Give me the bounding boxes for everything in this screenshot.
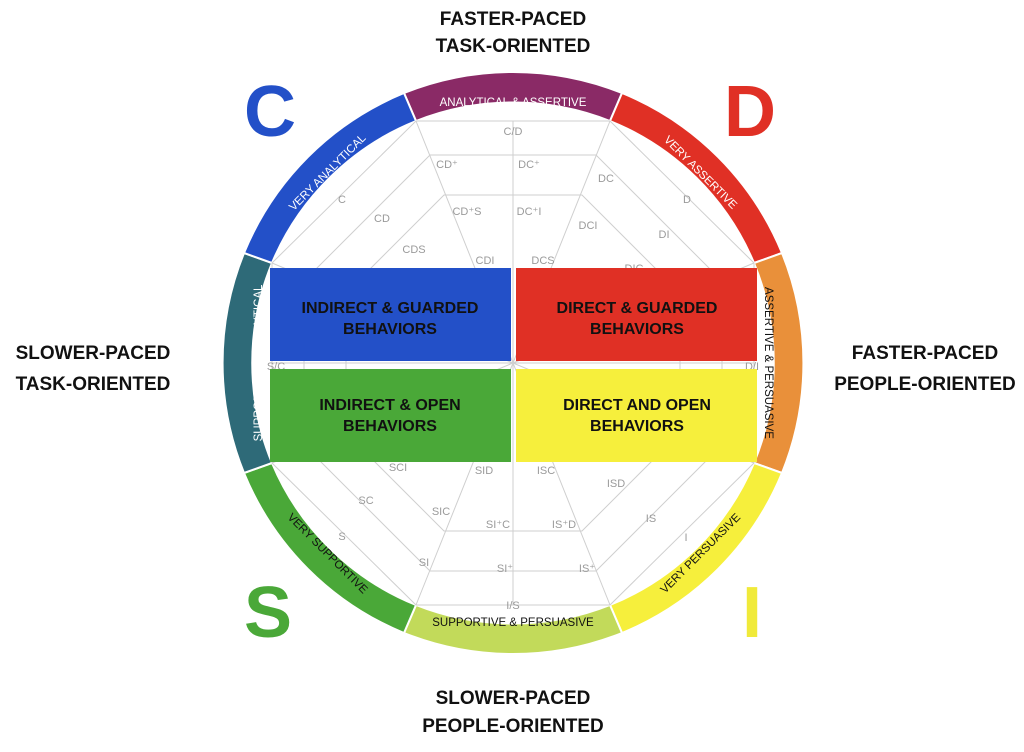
- label-sc: SC: [358, 495, 373, 507]
- label-is-plus: IS⁺: [579, 563, 595, 575]
- axis-right-line-1: FASTER-PACED: [852, 343, 998, 364]
- label-i-s: I/S: [506, 600, 519, 612]
- label-i: I: [684, 532, 687, 544]
- band-bottom: [402, 603, 624, 656]
- letter-c: C: [244, 72, 296, 152]
- label-sic: SIC: [432, 506, 450, 518]
- label-isc: ISC: [537, 465, 555, 477]
- label-isd: ISD: [607, 478, 625, 490]
- label-cd-plus-s: CD⁺S: [452, 206, 481, 218]
- quadrant-label-top-left-1: INDIRECT & GUARDED: [302, 300, 479, 317]
- sub-labels: C/D CD⁺ DC⁺ C CD CD⁺S DC⁺I DC D DCI DI C…: [267, 126, 759, 612]
- label-is-plus-d: IS⁺D: [552, 519, 576, 531]
- quadrant-label-top-left-2: BEHAVIORS: [343, 321, 437, 338]
- band-label-left: SUPPORTIVE & ANALYTICAL: [253, 284, 265, 441]
- letter-d: D: [724, 72, 776, 152]
- label-cd: CD: [374, 213, 390, 225]
- axis-top-line-1: FASTER-PACED: [440, 9, 586, 30]
- label-cds: CDS: [402, 244, 425, 256]
- axis-top-line-2: TASK-ORIENTED: [436, 36, 591, 57]
- label-d: D: [683, 194, 691, 206]
- quadrant-top-right: [516, 268, 757, 361]
- label-dc-plus-i: DC⁺I: [517, 206, 542, 218]
- label-sci: SCI: [389, 462, 407, 474]
- label-si: SI: [419, 557, 429, 569]
- quadrant-label-bottom-right-2: BEHAVIORS: [590, 418, 684, 435]
- quadrant-bottom-right: [516, 369, 757, 462]
- axis-bottom-line-1: SLOWER-PACED: [436, 688, 591, 709]
- axis-labels: FASTER-PACED TASK-ORIENTED SLOWER-PACED …: [16, 9, 1016, 737]
- label-is: IS: [646, 513, 656, 525]
- quadrant-top-left: [270, 268, 511, 361]
- label-c-d: C/D: [504, 126, 523, 138]
- quadrant-label-bottom-left-1: INDIRECT & OPEN: [319, 397, 460, 414]
- quadrant-bottom-left: [270, 369, 511, 462]
- axis-right-line-2: PEOPLE-ORIENTED: [834, 374, 1016, 395]
- quadrant-label-bottom-right-1: DIRECT AND OPEN: [563, 397, 711, 414]
- quadrants: INDIRECT & GUARDED BEHAVIORS DIRECT & GU…: [270, 268, 757, 462]
- quadrant-label-bottom-left-2: BEHAVIORS: [343, 418, 437, 435]
- axis-left-line-2: TASK-ORIENTED: [16, 374, 171, 395]
- quadrant-label-top-right-1: DIRECT & GUARDED: [557, 300, 718, 317]
- label-cdi: CDI: [476, 255, 495, 267]
- label-dcs: DCS: [531, 255, 554, 267]
- label-c: C: [338, 194, 346, 206]
- label-cd-plus: CD⁺: [436, 159, 458, 171]
- label-dc: DC: [598, 173, 614, 185]
- label-dc-plus: DC⁺: [518, 159, 540, 171]
- label-si-plus-c: SI⁺C: [486, 519, 510, 531]
- label-dci: DCI: [579, 220, 598, 232]
- band-top-left: [242, 91, 418, 265]
- label-sid: SID: [475, 465, 493, 477]
- band-label-right: ASSERTIVE & PERSUASIVE: [762, 287, 774, 439]
- axis-bottom-line-2: PEOPLE-ORIENTED: [422, 716, 604, 737]
- band-label-top: ANALYTICAL & ASSERTIVE: [440, 97, 587, 109]
- band-right: [752, 251, 805, 475]
- axis-left-line-1: SLOWER-PACED: [16, 343, 171, 364]
- letter-s: S: [244, 573, 292, 653]
- letter-i: I: [742, 573, 762, 653]
- quadrant-label-top-right-2: BEHAVIORS: [590, 321, 684, 338]
- label-di: DI: [659, 229, 670, 241]
- label-s: S: [338, 531, 345, 543]
- corner-letters: C D S I: [244, 72, 776, 653]
- band-label-bottom: SUPPORTIVE & PERSUASIVE: [432, 617, 594, 629]
- label-si-plus: SI⁺: [497, 563, 513, 575]
